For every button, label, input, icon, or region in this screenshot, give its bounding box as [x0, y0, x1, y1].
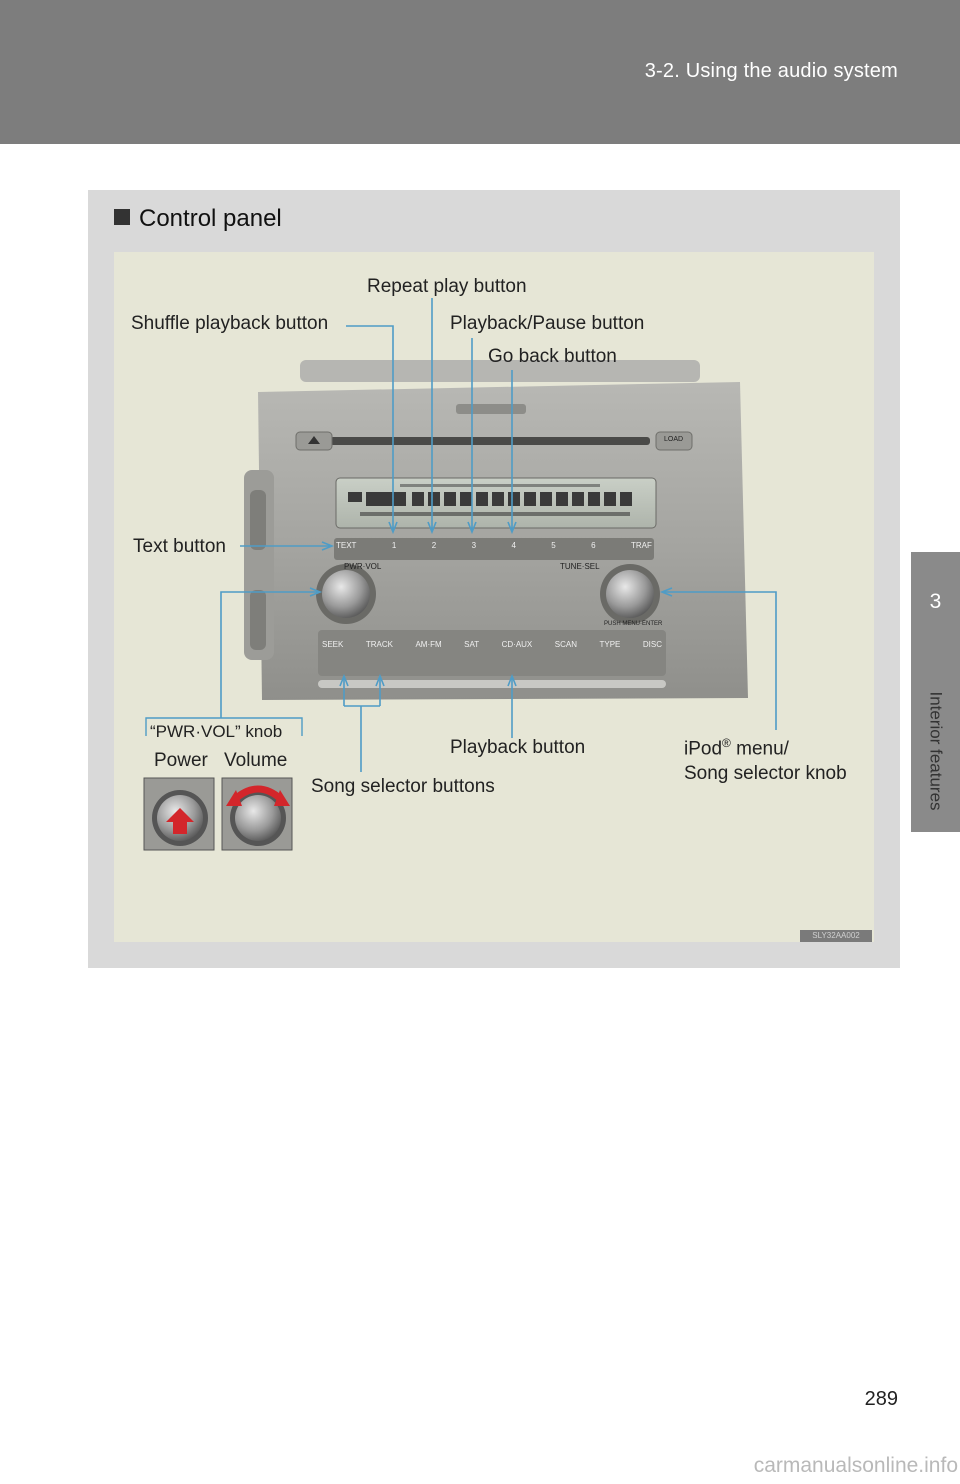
- top-trim: [300, 360, 700, 382]
- playback-label: Playback button: [450, 737, 586, 758]
- am-fm-button: AM·FM: [415, 640, 442, 649]
- song-selector-leader: [343, 676, 381, 772]
- disc-button: DISC: [642, 640, 662, 649]
- chapter-tab: 3: [911, 552, 960, 832]
- sat-button: SAT: [464, 640, 480, 649]
- section-heading: 3-2. Using the audio system: [644, 60, 898, 82]
- power-label: Power: [154, 750, 208, 771]
- bottom-button-row: [318, 630, 666, 676]
- eject-icon: [308, 436, 320, 444]
- playback-pause-label: Playback/Pause button: [450, 313, 645, 334]
- pwr-vol-leader: [220, 591, 318, 718]
- pwr-vol-print: PWR·VOL: [344, 562, 382, 571]
- type-button: TYPE: [599, 640, 621, 649]
- preset-labels: TEXT 1 2 3 4 5 6 TRAF: [336, 541, 652, 557]
- preset-3-button: 3: [471, 541, 477, 550]
- footer-watermark: carmanualsonline.info: [753, 1454, 958, 1477]
- chrome-strip: [318, 680, 666, 688]
- ipod-leader: [664, 591, 777, 730]
- tune-sel-knob: [606, 570, 654, 618]
- cd-aux-button: CD·AUX: [501, 640, 533, 649]
- song-selector-buttons-label: Song selector buttons: [311, 776, 495, 797]
- preset-4-button: 4: [511, 541, 516, 550]
- brand-logo: [456, 404, 526, 414]
- preset-button-row: [334, 538, 654, 560]
- ipod-menu-label: iPod® menu/: [684, 736, 789, 760]
- square-bullet-icon: [114, 209, 130, 225]
- registered-mark: ®: [722, 736, 731, 750]
- press-arrow-icon: [166, 808, 194, 834]
- scan-button: SCAN: [554, 640, 577, 649]
- box-title: Control panel: [114, 205, 282, 233]
- preset-1-button: 1: [391, 541, 397, 550]
- track-button: TRACK: [365, 640, 393, 649]
- text-button-label: Text button: [133, 536, 226, 557]
- page-header: 3-2. Using the audio system: [0, 0, 960, 144]
- disc-slot: [330, 437, 650, 445]
- go-back-label: Go back button: [488, 346, 617, 367]
- text-button: TEXT: [336, 541, 357, 550]
- chapter-number: 3: [929, 590, 942, 613]
- traf-button: TRAF: [631, 541, 652, 550]
- push-menu-print: PUSH MENU·ENTER: [604, 621, 663, 627]
- volume-knob-image: [235, 795, 281, 841]
- pwr-vol-knob: [322, 570, 370, 618]
- song-selector-knob-label: Song selector knob: [684, 763, 847, 784]
- knob-label-bracket: [145, 717, 303, 736]
- leader-lines: [220, 298, 777, 772]
- page-number: 289: [864, 1388, 898, 1410]
- preset-5-button: 5: [551, 541, 556, 550]
- volume-label: Volume: [224, 750, 288, 771]
- lcd-segments: [348, 484, 632, 516]
- pwr-vol-knob-label: “PWR·VOL” knob: [150, 722, 283, 741]
- shuffle-leader: [346, 325, 394, 530]
- load-print: LOAD: [664, 436, 684, 443]
- preset-2-button: 2: [431, 541, 437, 550]
- load-button: [655, 431, 693, 451]
- shuffle-playback-label: Shuffle playback button: [131, 313, 329, 334]
- figure-code: SLY32AA002: [800, 930, 872, 942]
- repeat-play-label: Repeat play button: [367, 276, 527, 297]
- preset-6-button: 6: [591, 541, 596, 550]
- seek-button: SEEK: [322, 640, 344, 649]
- bottom-button-labels: SEEK TRACK AM·FM SAT CD·AUX SCAN TYPE DI…: [322, 640, 662, 656]
- box-title-text: Control panel: [139, 205, 282, 232]
- tune-sel-print: TUNE·SEL: [560, 562, 600, 571]
